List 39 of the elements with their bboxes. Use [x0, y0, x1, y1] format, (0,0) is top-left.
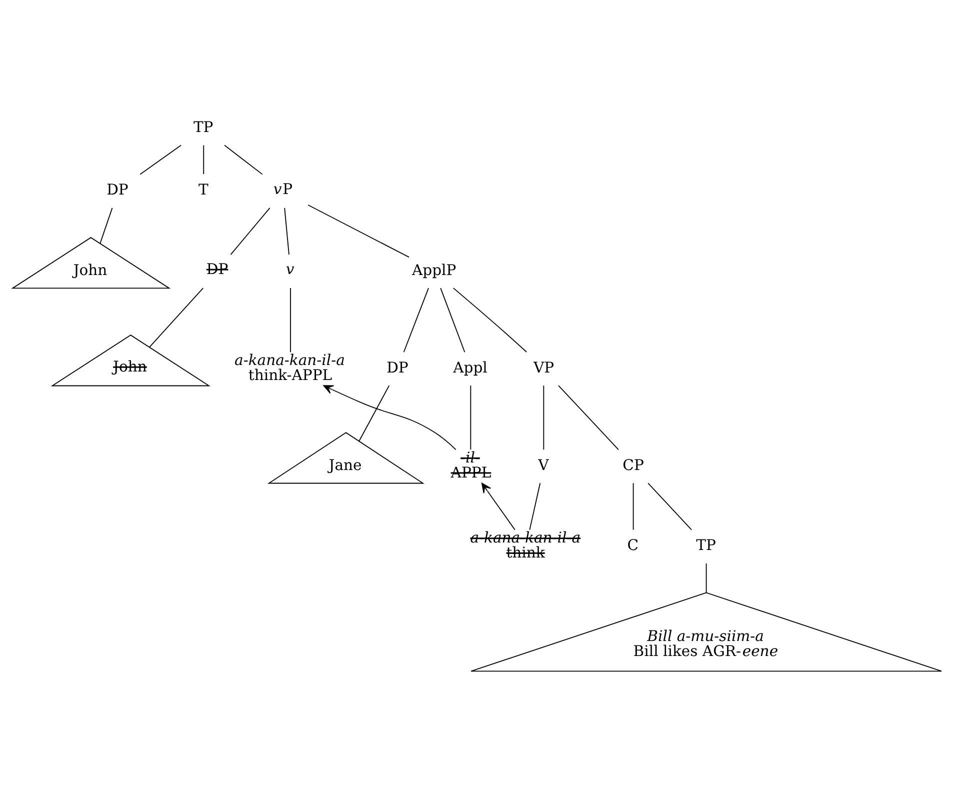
node-text: C	[627, 537, 639, 554]
connector	[230, 207, 270, 256]
connector	[290, 288, 291, 353]
connector	[149, 288, 204, 348]
node-text: a-kana-kan-il-a think	[470, 530, 581, 562]
connector	[203, 144, 204, 175]
connector	[543, 385, 544, 450]
node-text: a-kana-kan-il-a think-APPL	[234, 352, 345, 384]
connector	[403, 288, 429, 353]
node-text: DP	[386, 359, 408, 376]
connector	[470, 385, 472, 450]
node-text: V	[538, 456, 549, 474]
node-text: VP	[534, 359, 554, 376]
connector	[308, 204, 410, 258]
node-text: TP	[696, 537, 716, 554]
node-text: v	[286, 260, 294, 278]
connector	[529, 482, 541, 530]
node-text: DP	[106, 182, 128, 199]
connector	[284, 207, 290, 256]
node-text: CP	[622, 456, 644, 474]
connector	[632, 482, 634, 530]
arrow	[481, 482, 516, 530]
node-text: ApplP	[412, 262, 456, 279]
connector	[648, 482, 692, 530]
node-text: T	[198, 182, 208, 199]
connector	[706, 562, 707, 594]
connector	[452, 288, 527, 352]
connector	[358, 385, 390, 442]
node-text: Appl	[453, 359, 488, 376]
node-text: TP	[193, 118, 214, 136]
connector	[558, 385, 619, 450]
connector	[440, 288, 466, 353]
node-text: -il- APPL	[450, 449, 492, 482]
arrow	[323, 385, 456, 450]
node-text: DP	[206, 260, 228, 278]
node-text: vP	[273, 180, 293, 198]
connector	[100, 207, 113, 244]
connector	[224, 144, 263, 175]
connector	[140, 144, 182, 175]
